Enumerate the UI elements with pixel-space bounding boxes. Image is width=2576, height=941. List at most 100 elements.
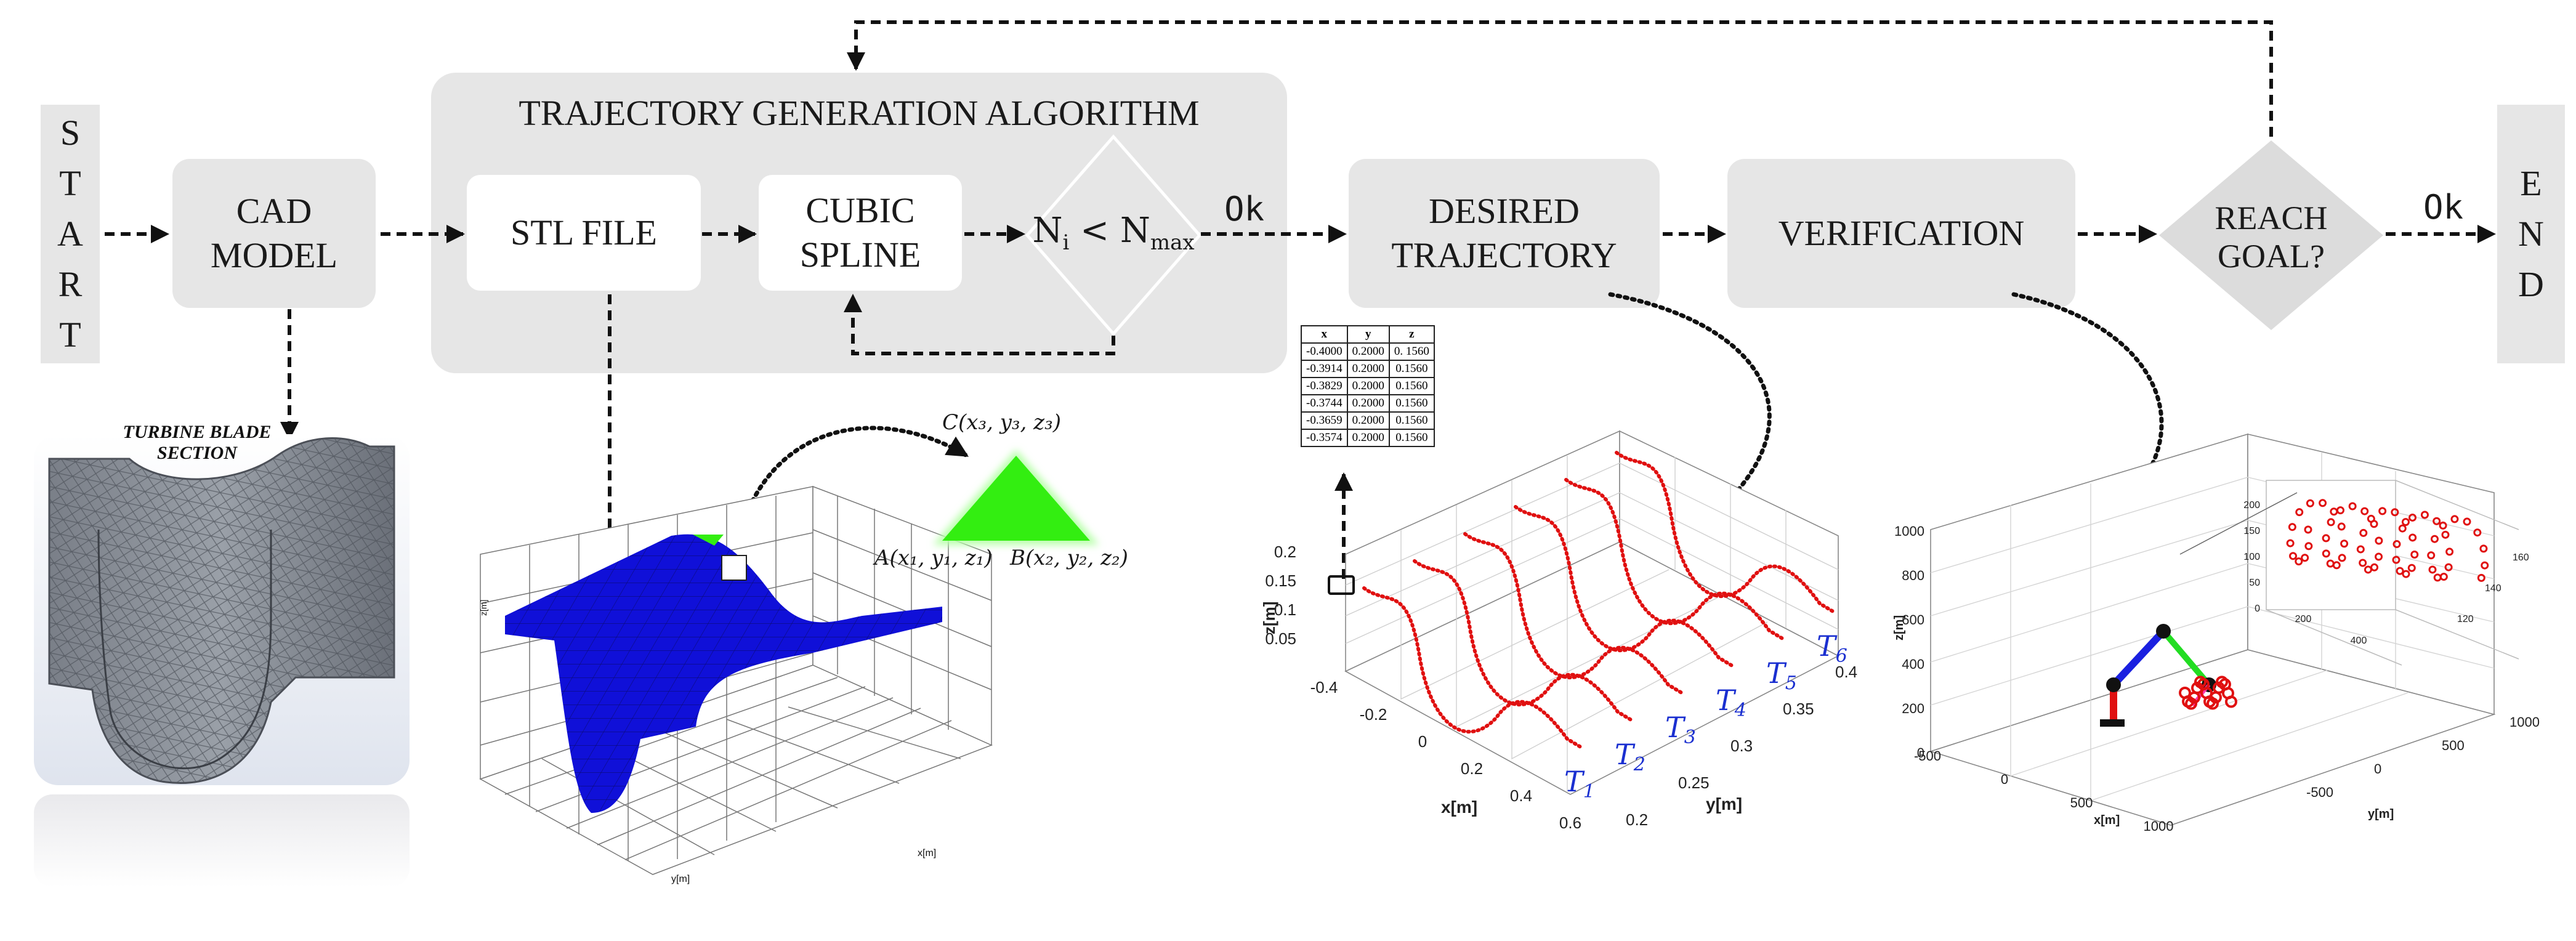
desired-line1: DESIRED	[1429, 191, 1580, 231]
traj-z-label: z[m]	[1260, 602, 1278, 634]
tick-label: 120	[2457, 614, 2474, 624]
table-cell: 0.2000	[1346, 411, 1390, 430]
trajectory-curve	[1362, 586, 1585, 750]
tick-label: 0.35	[1783, 700, 1814, 718]
trajectory-point	[2295, 557, 2303, 566]
start-letter: R	[58, 264, 83, 304]
desired-trajectory-box: DESIRED TRAJECTORY	[1349, 159, 1660, 308]
verif-x-label: x[m]	[2094, 814, 2120, 827]
trajectory-point	[2288, 523, 2296, 531]
verification-plot: 10008006004002000-5000500100010005000-50…	[1892, 433, 2540, 834]
tick-label: 100	[2243, 552, 2260, 562]
trajectory-point	[2473, 528, 2482, 537]
tick-label: 0.15	[1265, 571, 1296, 590]
trajectory-point	[2338, 554, 2346, 562]
trajectory-point	[2410, 550, 2419, 559]
surface-z-label: z[m]	[478, 600, 488, 616]
trajectory-curve	[1413, 559, 1635, 723]
trajectory-point	[2396, 567, 2404, 575]
tick-label: 0.6	[1559, 814, 1581, 832]
start-letter: S	[60, 113, 81, 153]
table-cell: 0.1560	[1388, 429, 1435, 447]
trajectory-curve	[1615, 451, 1837, 615]
cubic-spline-box: CUBIC SPLINE	[759, 175, 962, 291]
tick-label: 0.2	[1626, 810, 1648, 829]
trajectory-label: T5	[1766, 656, 1797, 694]
trajectory-point	[2207, 697, 2219, 710]
table-cell: 0.1560	[1388, 360, 1435, 378]
surface-y-label: y[m]	[671, 874, 690, 884]
trajectory-point	[2348, 502, 2357, 511]
table-cell: 0.2000	[1346, 377, 1390, 395]
traj-y-label: y[m]	[1706, 794, 1742, 814]
trajectory-point	[2450, 515, 2459, 523]
turbine-blade-image	[34, 434, 410, 887]
trajectory-point	[2433, 573, 2442, 582]
trajectory-point	[2289, 552, 2298, 560]
tick-label: 1000	[2509, 714, 2540, 730]
trajectory-label: T3	[1665, 711, 1696, 748]
decision-label: Ni < Nmax	[1032, 211, 1195, 255]
table-cell: -0.3659	[1301, 411, 1348, 430]
verif-y-label: y[m]	[2368, 807, 2394, 821]
trajectory-label: T6	[1817, 629, 1847, 667]
trajectory-point	[2336, 506, 2344, 515]
trajectory-point	[2408, 513, 2417, 522]
trajectory-point	[2477, 573, 2485, 582]
surface-x-label: x[m]	[918, 848, 936, 858]
decision-diamond	[1025, 134, 1202, 336]
tick-label: 500	[2070, 795, 2093, 810]
traj-x-label: x[m]	[1441, 798, 1477, 817]
trajectory-point	[2407, 563, 2416, 572]
trajectory-curve	[1564, 478, 1787, 642]
trajectory-point	[2322, 534, 2330, 543]
trajectory-point	[2402, 570, 2410, 578]
tick-label: 0.25	[1678, 773, 1710, 792]
tick-label: 200	[1902, 701, 1924, 716]
cad-line2: MODEL	[210, 235, 338, 275]
ok-label-reach: Ok	[2423, 188, 2464, 227]
decision-sub-i: i	[1062, 230, 1070, 256]
stl-file-box: STL FILE	[467, 175, 701, 291]
tick-label: 0.2	[1461, 759, 1483, 778]
tick-label: 600	[1902, 612, 1924, 628]
tick-label: 1000	[2144, 818, 2174, 834]
trajectory-point	[2359, 559, 2367, 567]
trajectory-point	[2378, 507, 2387, 515]
trajectory-point	[2441, 530, 2450, 539]
decision-sub-max: max	[1150, 230, 1195, 256]
turbine-line1: TURBINE BLADE	[123, 422, 272, 442]
tick-label: 400	[2351, 636, 2367, 646]
trajectory-point	[2420, 511, 2429, 519]
reach-goal-label: REACH GOAL?	[2215, 200, 2328, 275]
table-header-row: x y z	[1301, 325, 1435, 344]
decision-n: N	[1032, 211, 1063, 251]
trajectory-point	[2364, 565, 2372, 574]
start-block: S T A R T	[41, 105, 100, 363]
table-header: x	[1301, 325, 1348, 344]
trajectory-label: T1	[1564, 765, 1595, 802]
start-letter: T	[59, 315, 81, 355]
trajectory-point	[2430, 535, 2439, 543]
trajectory-point	[2322, 549, 2330, 558]
end-block: E N D	[2497, 105, 2565, 363]
end-letter: N	[2518, 214, 2544, 254]
reach-goal-diamond	[2159, 140, 2383, 330]
tick-label: 150	[2243, 526, 2260, 536]
table-cell: 0.2000	[1346, 360, 1390, 378]
trajectory-point	[2340, 539, 2349, 548]
trajectory-point	[2445, 547, 2454, 556]
verification-label: VERIFICATION	[1778, 213, 2025, 253]
tick-label: 50	[2249, 578, 2260, 588]
trajectory-point	[2428, 565, 2437, 574]
end-letter: E	[2520, 163, 2542, 203]
tick-label: 1000	[1894, 523, 1924, 539]
vertex-a-label: A(x₁, y₁, z₁)	[874, 546, 993, 570]
